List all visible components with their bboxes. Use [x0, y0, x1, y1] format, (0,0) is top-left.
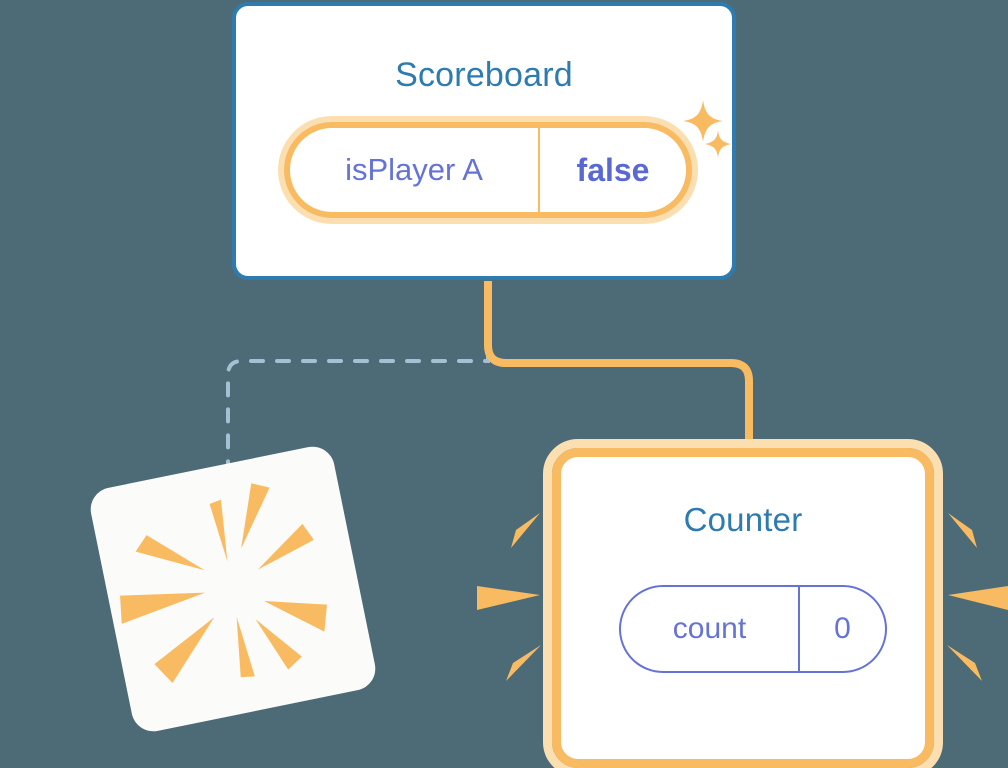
ray-right-middle — [948, 586, 1008, 610]
counter-state-pill[interactable]: count 0 — [619, 585, 887, 673]
sparkle-layer — [683, 100, 731, 158]
burst-ray-sw — [154, 617, 215, 683]
scoreboard-state-key: isPlayer A — [345, 152, 483, 187]
burst-ray-nne — [241, 483, 270, 549]
diagram-canvas: Scoreboard isPlayer A false Counter coun… — [86, 2, 1008, 768]
scoreboard-state-divider — [538, 128, 540, 212]
burst-ray-s — [236, 616, 255, 678]
sparkle-small-icon — [705, 130, 731, 158]
scoreboard-state-pill-wrap: isPlayer A false — [278, 116, 698, 224]
connector-layer — [226, 281, 753, 472]
card-scoreboard[interactable]: Scoreboard isPlayer A false — [232, 2, 736, 280]
counter-state-divider — [798, 587, 800, 671]
connector-scoreboard-to-counter — [484, 281, 753, 456]
ray-right-lower — [947, 645, 982, 681]
burst-ray-ese — [264, 601, 327, 632]
scoreboard-title: Scoreboard — [395, 56, 573, 94]
ray-left-upper — [511, 513, 540, 548]
burst-ray-n — [209, 499, 228, 562]
ray-right-upper — [948, 513, 977, 548]
burst-square[interactable] — [86, 442, 380, 736]
sparkle-large-icon — [683, 100, 723, 142]
burst-ray-ene — [257, 523, 314, 570]
ray-left-lower — [506, 645, 541, 681]
counter-state-key: count — [672, 612, 747, 645]
burst-ray-nw — [135, 535, 205, 571]
burst-ray-sse — [255, 619, 302, 670]
scoreboard-state-value: false — [576, 151, 650, 188]
burst-ray-w — [120, 592, 206, 624]
ray-left-middle — [477, 586, 540, 610]
counter-title: Counter — [683, 501, 803, 538]
counter-burst-rays — [477, 513, 1008, 681]
scoreboard-state-pill[interactable]: isPlayer A false — [284, 122, 692, 218]
counter-state-value: 0 — [834, 612, 851, 645]
connector-scoreboard-to-burst-square — [226, 298, 490, 472]
burst-square-rays — [120, 483, 327, 683]
